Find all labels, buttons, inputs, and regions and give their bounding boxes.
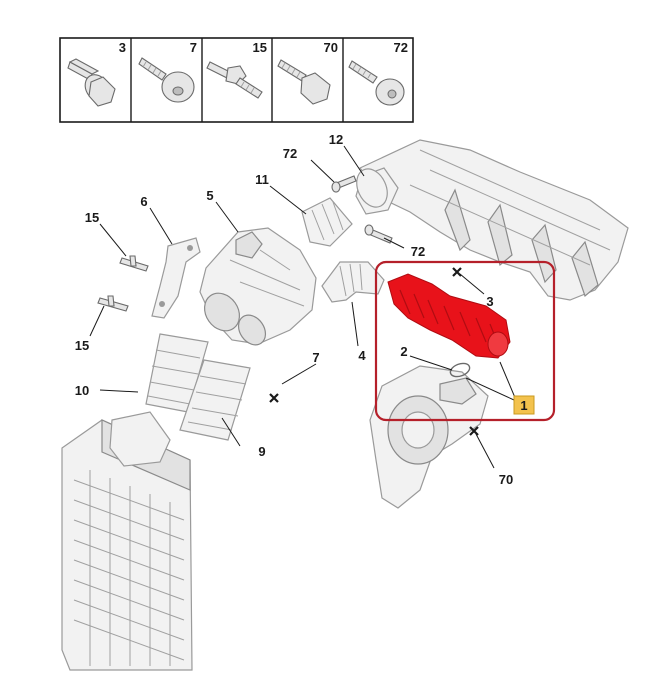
callout-15-lower: 15 <box>75 338 89 353</box>
highlight-frame <box>374 260 556 422</box>
callout-72-upper: 72 <box>283 146 297 161</box>
o-ring <box>449 362 471 378</box>
stud-15-lower <box>97 295 129 312</box>
intake-elbow <box>321 261 385 303</box>
stud-icon <box>206 61 263 99</box>
intake-manifold <box>355 139 629 301</box>
fastener-table: 3 7 15 70 72 <box>59 37 414 123</box>
callout-2: 2 <box>400 344 407 359</box>
intake-hose-highlighted <box>387 273 511 359</box>
bolt-72-upper <box>331 175 357 193</box>
callout-7: 7 <box>312 350 319 365</box>
intercooler <box>61 411 193 671</box>
callout-15-upper: 15 <box>85 210 99 225</box>
hose-9 <box>179 359 251 441</box>
callout-70: 70 <box>499 472 513 487</box>
callout-5: 5 <box>206 188 213 203</box>
callout-72-lower: 72 <box>411 244 425 259</box>
callout-1: 1 <box>520 398 527 413</box>
leader-lines <box>89 145 517 469</box>
callout-labels: 72 12 11 5 6 15 72 3 15 2 7 4 10 9 70 <box>75 132 513 487</box>
bracket <box>151 237 201 319</box>
fastener-markers <box>269 267 479 436</box>
callout-3: 3 <box>486 294 493 309</box>
torx-bolt-icon <box>348 60 405 106</box>
part-1-badge <box>513 395 535 415</box>
callout-10: 10 <box>75 383 89 398</box>
stud-15-upper <box>119 255 149 272</box>
hex-flange-bolt-icon <box>277 59 331 105</box>
table-ref-70: 70 <box>324 40 338 55</box>
socket-head-bolt-icon <box>138 57 195 103</box>
callout-6: 6 <box>140 194 147 209</box>
hose-11 <box>301 197 353 247</box>
table-ref-7: 7 <box>190 40 197 55</box>
table-ref-15: 15 <box>253 40 267 55</box>
hex-flange-bolt-icon <box>67 58 116 107</box>
manifold-gasket <box>356 168 388 208</box>
table-ref-3: 3 <box>119 40 126 55</box>
callout-11: 11 <box>255 172 269 187</box>
callout-4: 4 <box>358 348 366 363</box>
throttle-body <box>199 227 317 346</box>
callout-9: 9 <box>258 444 265 459</box>
table-ref-72: 72 <box>394 40 408 55</box>
turbocharger <box>369 365 489 509</box>
callout-12: 12 <box>329 132 343 147</box>
